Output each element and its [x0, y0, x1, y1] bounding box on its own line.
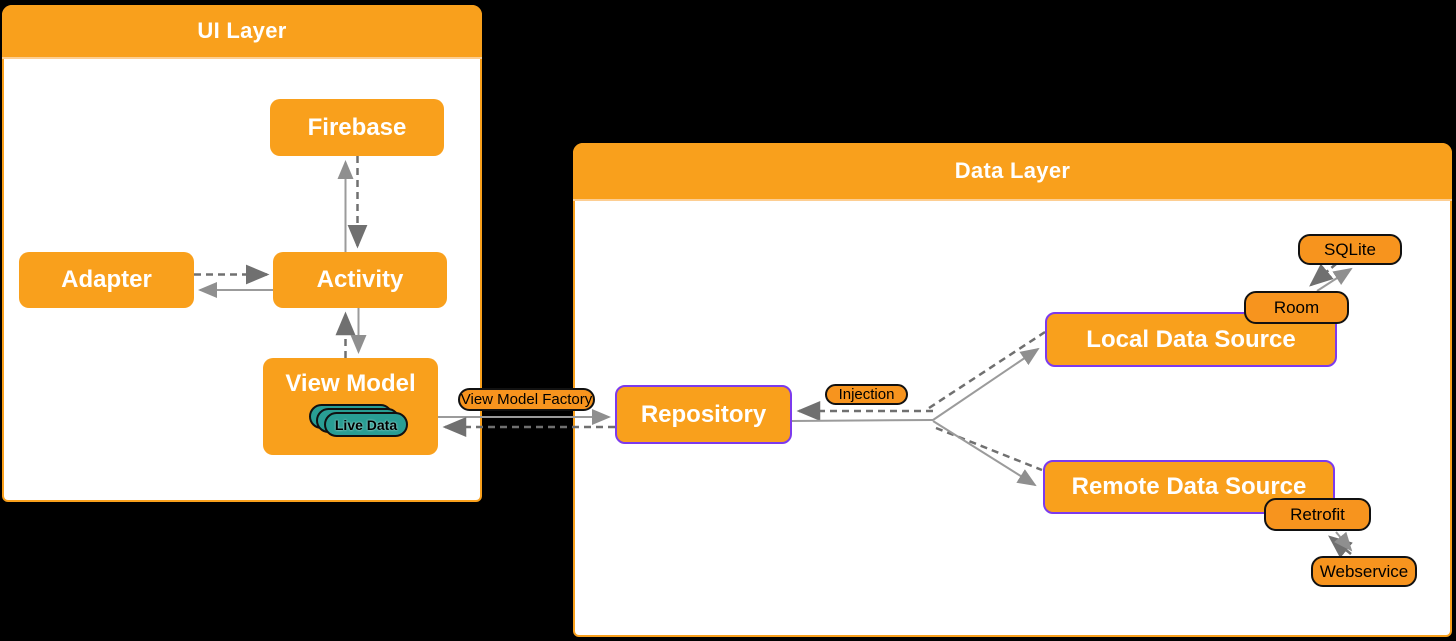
ui-layer-title: UI Layer — [197, 18, 287, 43]
node-adapter: Adapter — [19, 252, 194, 308]
node-room: Room — [1244, 291, 1349, 324]
edge-sqlite-room-dashed — [1309, 263, 1337, 287]
node-sqlite: SQLite — [1298, 234, 1402, 265]
data-layer-title: Data Layer — [954, 158, 1071, 183]
node-room-label: Room — [1273, 298, 1320, 317]
label-view-model-factory-text: View Model Factory — [460, 391, 593, 408]
node-retrofit-label: Retrofit — [1290, 505, 1345, 524]
node-repository-label: Repository — [640, 400, 767, 428]
node-remote-data-source-label: Remote Data Source — [1071, 473, 1307, 500]
ui-layer-header: UI Layer — [2, 5, 482, 59]
label-injection: Injection — [825, 384, 908, 405]
edge-repository-sources-solid — [791, 419, 934, 422]
node-repository: Repository — [615, 385, 792, 444]
edge-fork-local-solid — [932, 347, 1040, 421]
node-webservice: Webservice — [1311, 556, 1417, 587]
node-activity: Activity — [273, 252, 447, 308]
node-local-data-source-label: Local Data Source — [1086, 325, 1296, 353]
node-adapter-label: Adapter — [61, 266, 152, 293]
node-retrofit: Retrofit — [1264, 498, 1371, 531]
node-sqlite-label: SQLite — [1324, 240, 1376, 259]
edge-fork-remote-solid — [932, 420, 1037, 487]
edge-fork-local-dashed — [928, 330, 1046, 410]
node-firebase-label: Firebase — [307, 113, 407, 141]
live-data-card-front: Live Data — [324, 412, 408, 437]
node-activity-label: Activity — [316, 266, 404, 293]
edge-retrofit-webservice-solid — [1333, 531, 1353, 552]
label-view-model-factory: View Model Factory — [458, 388, 595, 411]
live-data-stack: Live Data — [309, 404, 409, 438]
node-webservice-label: Webservice — [1319, 562, 1409, 581]
node-view-model-label: View Model — [285, 370, 416, 397]
live-data-label: Live Data — [334, 416, 398, 433]
edge-room-sqlite-solid — [1316, 267, 1353, 292]
data-layer-header: Data Layer — [573, 143, 1452, 201]
label-injection-text: Injection — [838, 386, 895, 403]
edge-fork-remote-dashed — [935, 426, 1043, 472]
node-firebase: Firebase — [270, 99, 444, 156]
